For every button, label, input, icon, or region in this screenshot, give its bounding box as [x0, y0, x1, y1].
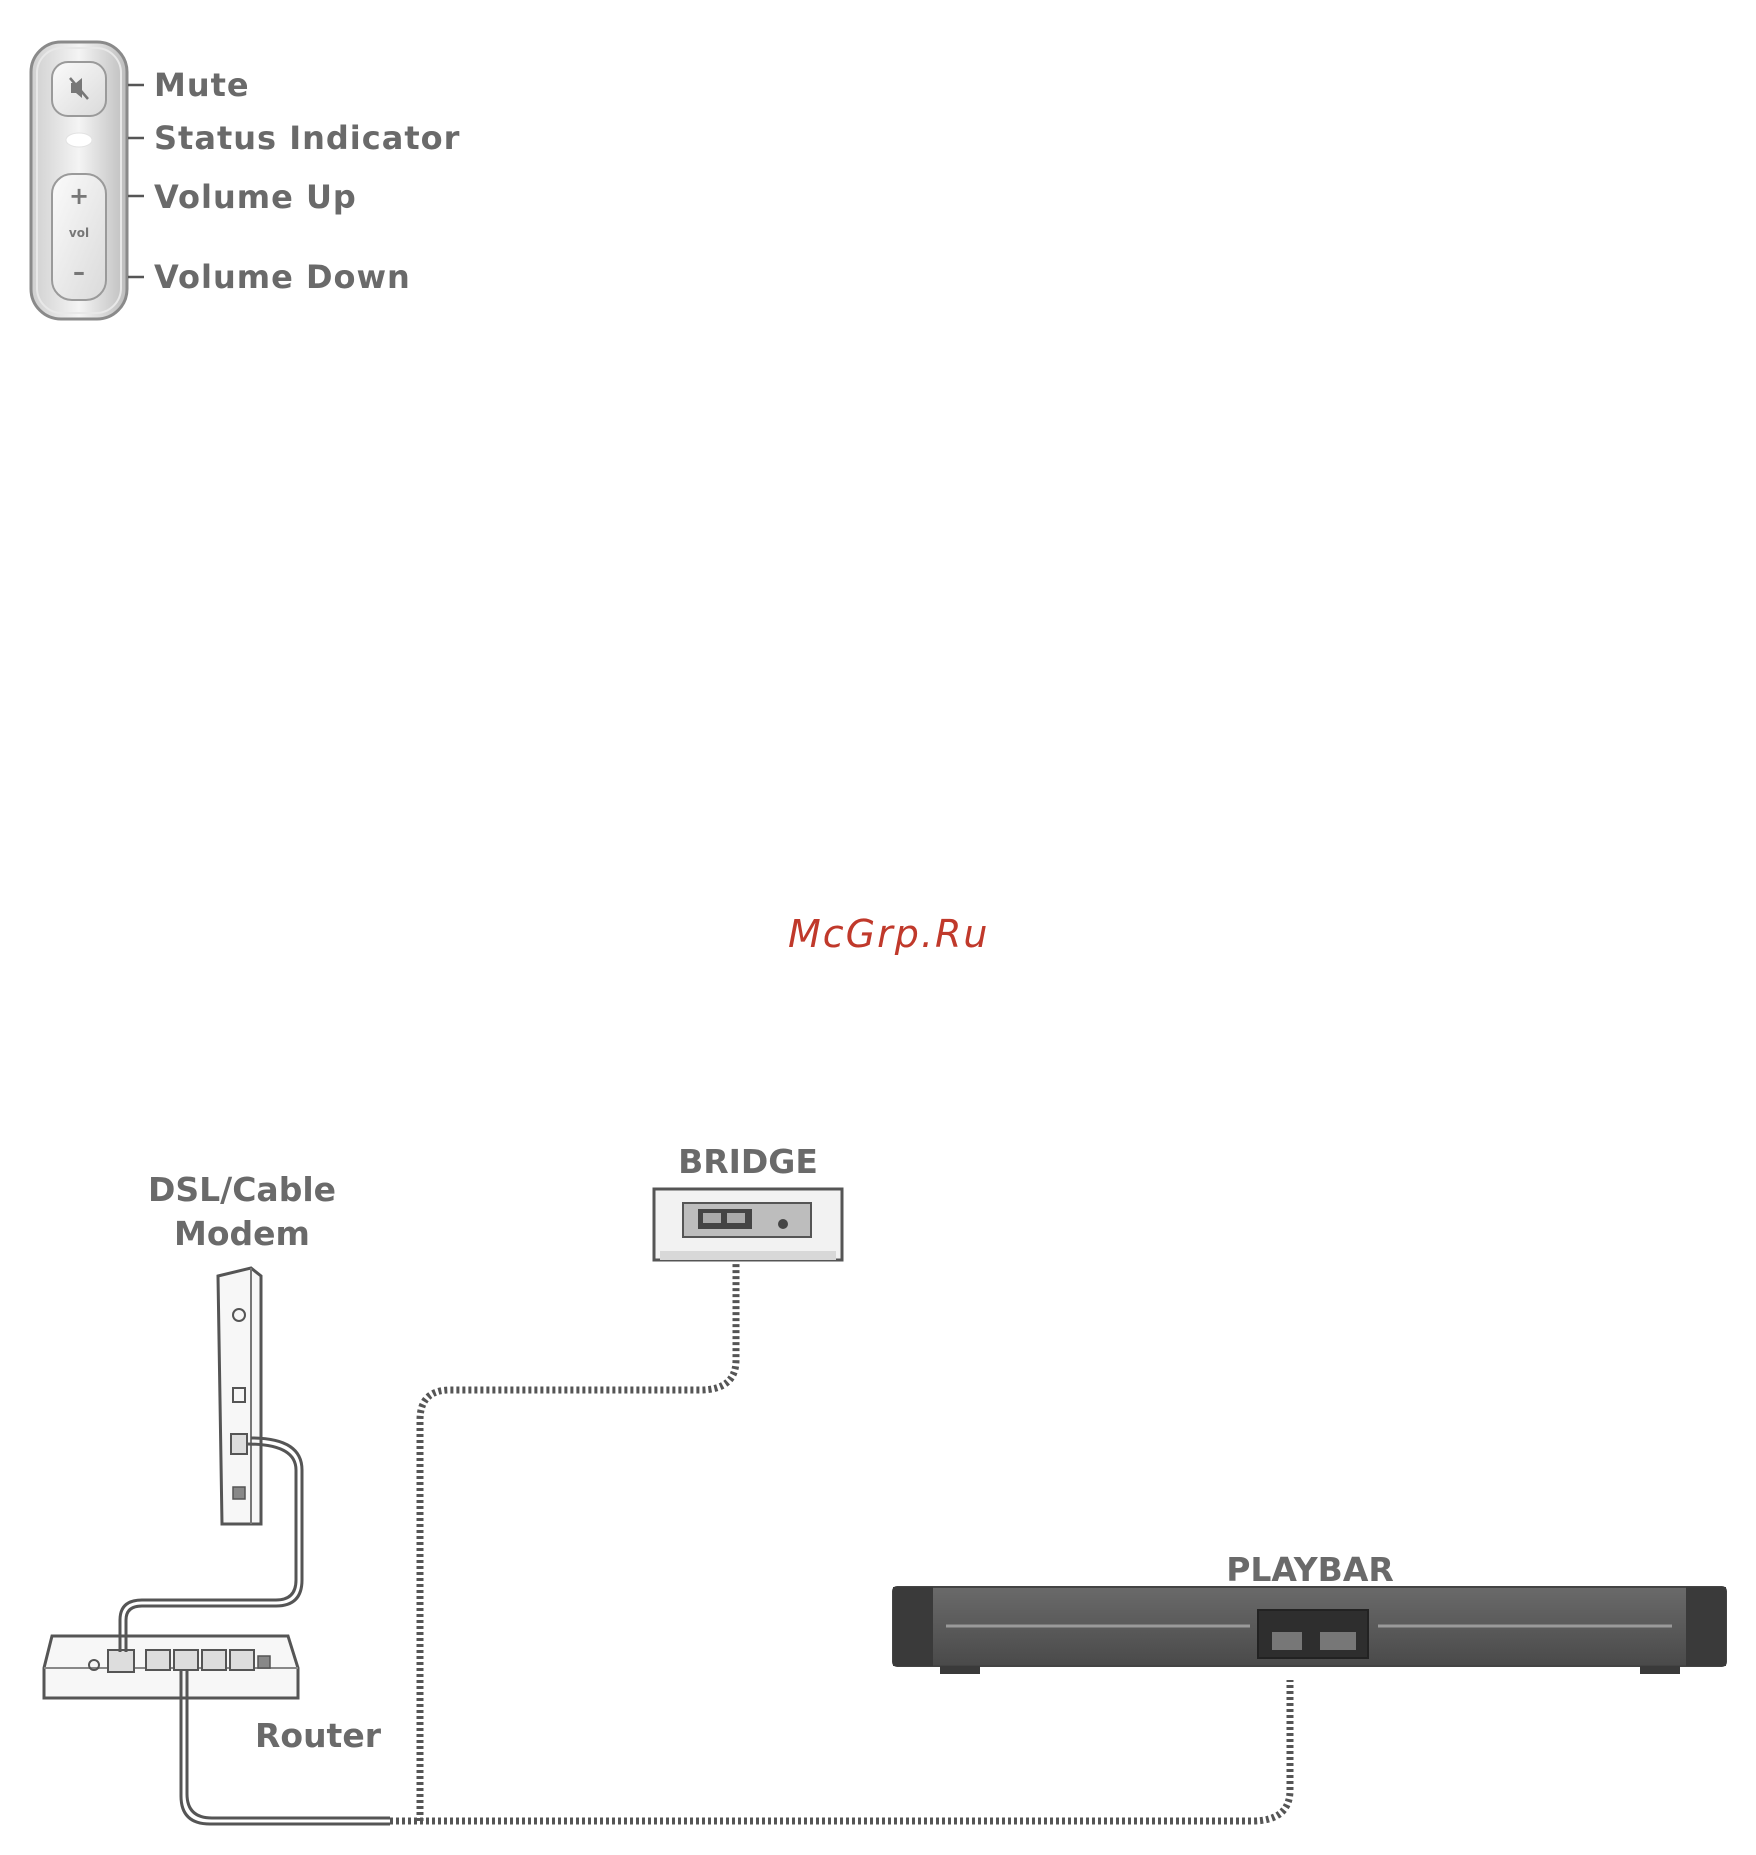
mute-label: Mute [154, 66, 250, 104]
modem-label-line2: Modem [142, 1212, 342, 1256]
bridge-device [654, 1189, 842, 1260]
bridge-label: BRIDGE [648, 1140, 848, 1184]
plus-icon: + [66, 182, 92, 210]
playbar-label: PLAYBAR [1200, 1548, 1420, 1592]
label-leader-lines [128, 85, 144, 277]
vol-text: vol [64, 226, 94, 240]
volume-down-label: Volume Down [154, 258, 411, 296]
status-indicator-label: Status Indicator [154, 119, 460, 157]
router-bridge-cable [420, 1260, 736, 1821]
playbar-device [893, 1587, 1726, 1674]
volume-up-label: Volume Up [154, 178, 357, 216]
router-device [44, 1636, 298, 1698]
status-indicator-light [66, 133, 92, 147]
modem-router-cable [120, 1438, 302, 1652]
mute-button[interactable] [52, 62, 106, 116]
modem-device [218, 1268, 261, 1524]
minus-icon: – [66, 258, 92, 286]
modem-label-line1: DSL/Cable [142, 1168, 342, 1212]
router-label: Router [248, 1714, 388, 1758]
watermark: McGrp.Ru [788, 912, 989, 956]
